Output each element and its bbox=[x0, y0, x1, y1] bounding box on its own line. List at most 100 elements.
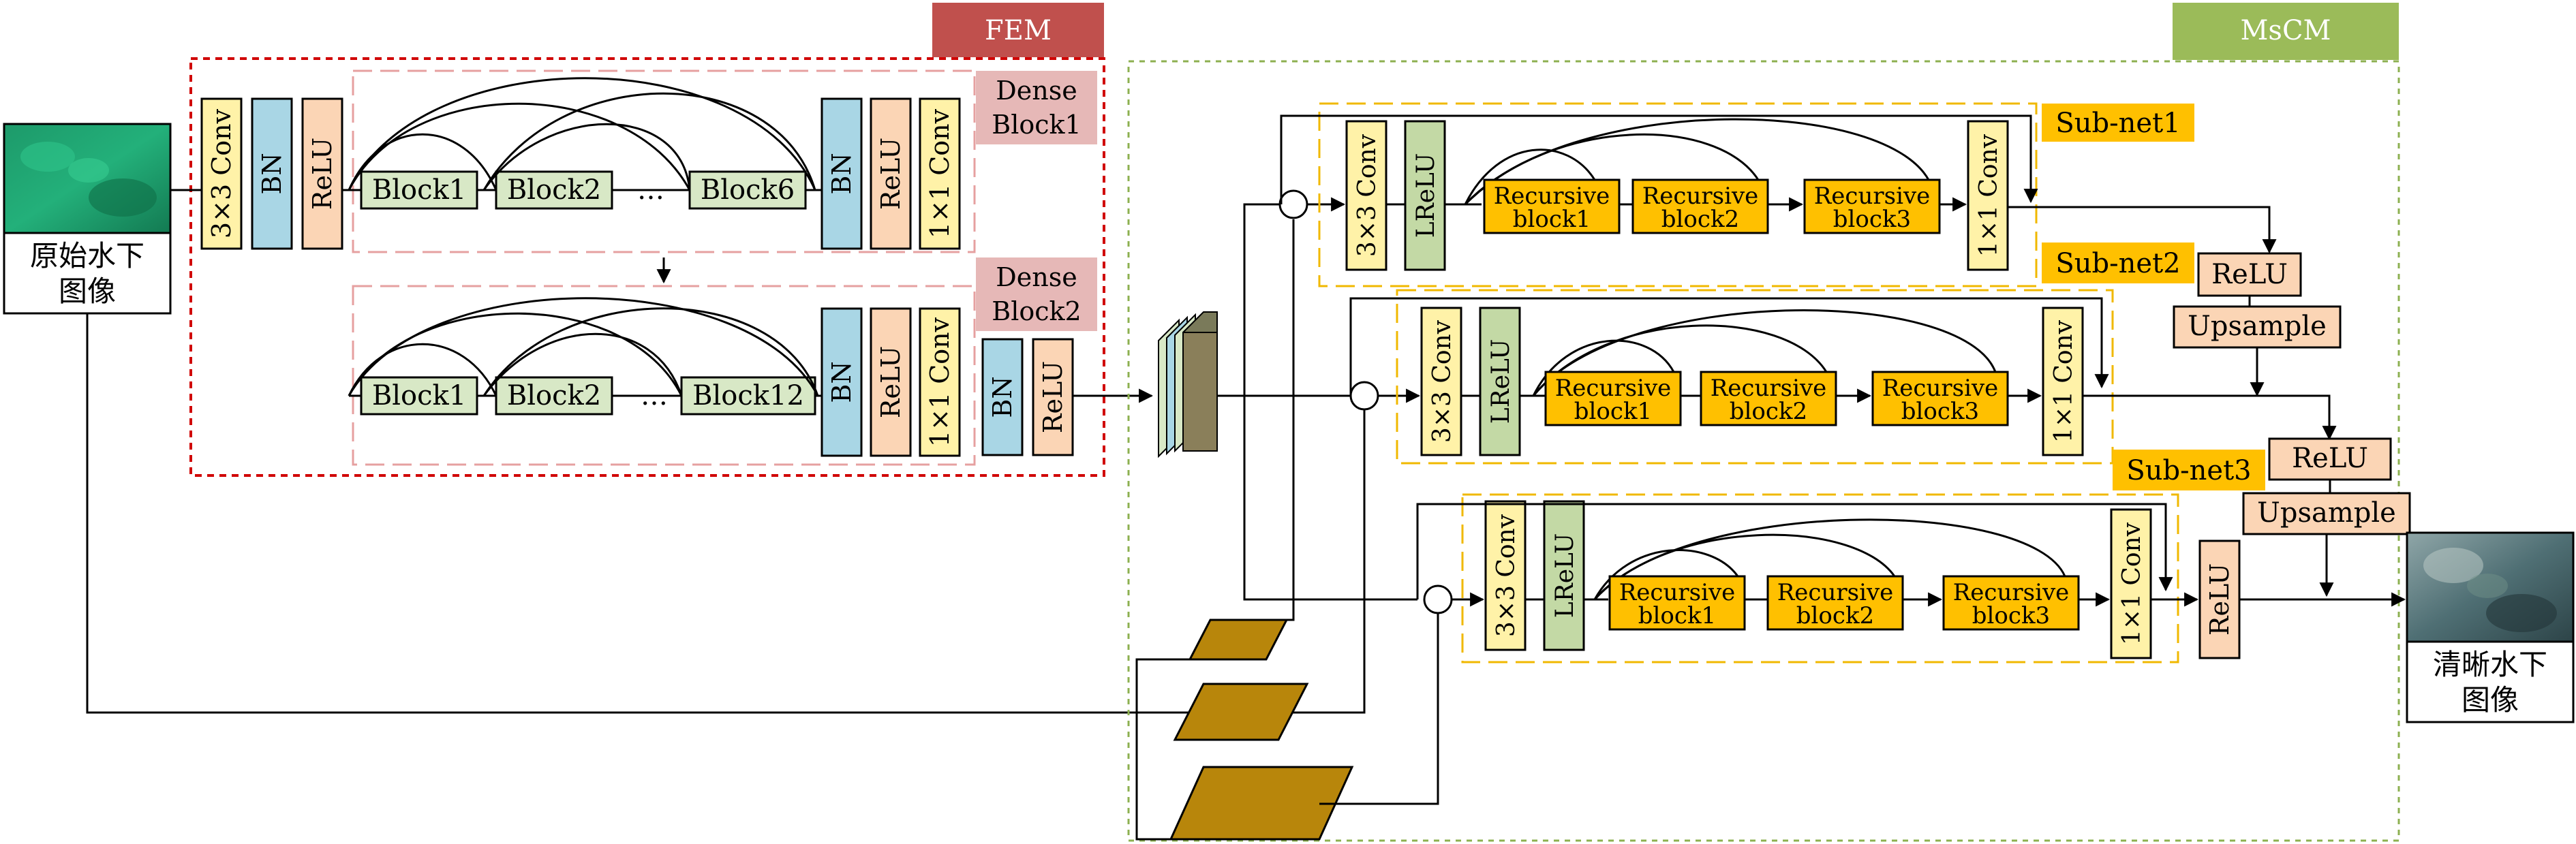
subnet-2: Sub-net2 3×3 Conv LReLU Recursive block1… bbox=[1349, 243, 2194, 465]
dense1-conv: 1×1 Conv bbox=[919, 97, 961, 250]
subnet-1-conv-out: 1×1 Conv bbox=[1967, 120, 2009, 271]
subnet-1-recursive-1: Recursive block1 bbox=[1483, 178, 1621, 234]
svg-text:Block2: Block2 bbox=[507, 380, 601, 411]
svg-text:block1: block1 bbox=[1513, 206, 1591, 233]
fem-title: FEM bbox=[985, 15, 1052, 46]
subnet-1-lrelu: LReLU bbox=[1404, 120, 1446, 271]
svg-text:BN: BN bbox=[987, 376, 1017, 418]
svg-text:Recursive: Recursive bbox=[1777, 579, 1894, 606]
svg-text:BN: BN bbox=[827, 361, 857, 403]
subnet-1-tag bbox=[2042, 104, 2194, 142]
svg-text:Recursive: Recursive bbox=[1642, 183, 1759, 210]
fem-pre-bn: BN bbox=[251, 97, 293, 250]
fem-post-bn: BN bbox=[981, 338, 1024, 456]
subnet-3-recursive-3: Recursive block3 bbox=[1942, 575, 2080, 631]
svg-text:3×3 Conv: 3×3 Conv bbox=[1428, 319, 1456, 443]
svg-text:block3: block3 bbox=[1901, 398, 1979, 425]
svg-text:Sub-net1: Sub-net1 bbox=[2055, 108, 2180, 139]
svg-text:Block1: Block1 bbox=[372, 380, 466, 411]
subnet-3-tag bbox=[2113, 450, 2265, 490]
svg-text:Recursive: Recursive bbox=[1814, 183, 1931, 210]
subnet-1: Sub-net1 3×3 Conv LReLU Recursive block1… bbox=[1280, 102, 2194, 287]
concat-node-1 bbox=[1278, 189, 1308, 219]
svg-text:ReLU: ReLU bbox=[2292, 443, 2368, 474]
input-image-label-2: 图像 bbox=[59, 275, 116, 308]
merge2-relu: ReLU bbox=[2268, 437, 2392, 481]
svg-text:ReLU: ReLU bbox=[2205, 563, 2235, 636]
svg-text:block1: block1 bbox=[1638, 602, 1716, 629]
subnet-1-recursive-2: Recursive block2 bbox=[1631, 178, 1769, 234]
svg-text:1×1 Conv: 1×1 Conv bbox=[1975, 134, 2003, 257]
dense2-relu: ReLU bbox=[870, 307, 912, 457]
svg-text:ReLU: ReLU bbox=[876, 138, 906, 210]
svg-text:Block12: Block12 bbox=[692, 380, 804, 411]
dense1-block-1: Block1 bbox=[360, 170, 478, 210]
svg-text:BN: BN bbox=[257, 153, 287, 194]
svg-text:ReLU: ReLU bbox=[307, 138, 337, 210]
dense-block2-tag bbox=[976, 257, 1097, 331]
svg-text:BN: BN bbox=[827, 153, 857, 194]
svg-text:Recursive: Recursive bbox=[1619, 579, 1736, 606]
svg-text:Upsample: Upsample bbox=[2257, 497, 2396, 529]
svg-text:Dense: Dense bbox=[996, 262, 1077, 292]
fem-title-box bbox=[932, 3, 1104, 57]
svg-text:Sub-net3: Sub-net3 bbox=[2126, 455, 2251, 486]
input-image-thumbnail bbox=[3, 123, 172, 234]
feature-map-stack bbox=[1158, 311, 1218, 458]
subnet-3-lrelu: LReLU bbox=[1543, 500, 1585, 651]
msdm-title-box bbox=[2173, 3, 2399, 60]
dense-block1-border bbox=[352, 69, 976, 253]
svg-text:Recursive: Recursive bbox=[1555, 375, 1672, 402]
fem-module: FEM 3×3 Conv BN ReLU Dense Block1 Block1 bbox=[189, 3, 1105, 477]
svg-text:Block1: Block1 bbox=[372, 174, 466, 206]
downsample-small bbox=[1188, 619, 1289, 661]
dense2-block-2: Block2 bbox=[495, 376, 613, 416]
msdm-border bbox=[1127, 60, 2400, 842]
dense-block1: Dense Block1 Block1 Block2 … Block6 bbox=[342, 69, 1097, 253]
svg-text:block2: block2 bbox=[1661, 206, 1739, 233]
subnet-3-border bbox=[1461, 493, 2179, 663]
svg-text:1×1 Conv: 1×1 Conv bbox=[2050, 319, 2078, 443]
subnet-2-tag bbox=[2042, 243, 2194, 283]
input-image: 原始水下 图像 bbox=[3, 123, 172, 315]
subnet-1-conv-in: 3×3 Conv bbox=[1345, 120, 1387, 271]
msdm-title: MsCM bbox=[2240, 15, 2331, 46]
svg-text:1×1 Conv: 1×1 Conv bbox=[2118, 522, 2146, 645]
svg-text:Sub-net2: Sub-net2 bbox=[2055, 248, 2180, 279]
svg-text:Recursive: Recursive bbox=[1711, 375, 1827, 402]
svg-text:3×3 Conv: 3×3 Conv bbox=[206, 108, 236, 238]
merge1-upsample: Upsample bbox=[2173, 305, 2342, 349]
dense2-bn: BN bbox=[821, 307, 863, 457]
final-relu: ReLU bbox=[2198, 540, 2241, 659]
svg-text:Block2: Block2 bbox=[992, 296, 1081, 326]
subnet-2-recursive-3: Recursive block3 bbox=[1871, 371, 2009, 426]
svg-text:Block6: Block6 bbox=[701, 174, 795, 206]
dense2-block-12: Block12 bbox=[680, 376, 816, 416]
svg-text:3×3 Conv: 3×3 Conv bbox=[1353, 134, 1381, 257]
output-image-label-2: 图像 bbox=[2462, 683, 2519, 717]
svg-text:LReLU: LReLU bbox=[1412, 153, 1440, 238]
svg-text:block3: block3 bbox=[1972, 602, 2050, 629]
svg-text:ReLU: ReLU bbox=[1038, 361, 1068, 433]
concat-node-2 bbox=[1349, 381, 1379, 411]
svg-text:block1: block1 bbox=[1574, 398, 1652, 425]
subnet-3-conv-in: 3×3 Conv bbox=[1484, 500, 1527, 651]
fem-pre-relu: ReLU bbox=[301, 97, 343, 250]
output-image: 清晰水下 图像 bbox=[2406, 531, 2575, 723]
msdm-module: MsCM bbox=[1127, 3, 2400, 842]
svg-text:3×3 Conv: 3×3 Conv bbox=[1492, 514, 1520, 637]
dense1-bn: BN bbox=[821, 97, 863, 250]
svg-text:block2: block2 bbox=[1730, 398, 1807, 425]
fem-post-relu: ReLU bbox=[1032, 338, 1074, 456]
subnet-2-conv-out: 1×1 Conv bbox=[2042, 307, 2084, 456]
svg-text:Block1: Block1 bbox=[992, 110, 1081, 140]
dense2-block-1: Block1 bbox=[360, 376, 478, 416]
subnet-3-recursive-2: Recursive block2 bbox=[1766, 575, 1904, 631]
subnet-2-recursive-1: Recursive block1 bbox=[1544, 371, 1682, 426]
input-image-label-1: 原始水下 bbox=[30, 239, 144, 272]
svg-text:Recursive: Recursive bbox=[1494, 183, 1610, 210]
subnet-2-recursive-2: Recursive block2 bbox=[1700, 371, 1837, 426]
svg-text:ReLU: ReLU bbox=[2211, 259, 2288, 290]
svg-text:LReLU: LReLU bbox=[1487, 339, 1515, 424]
